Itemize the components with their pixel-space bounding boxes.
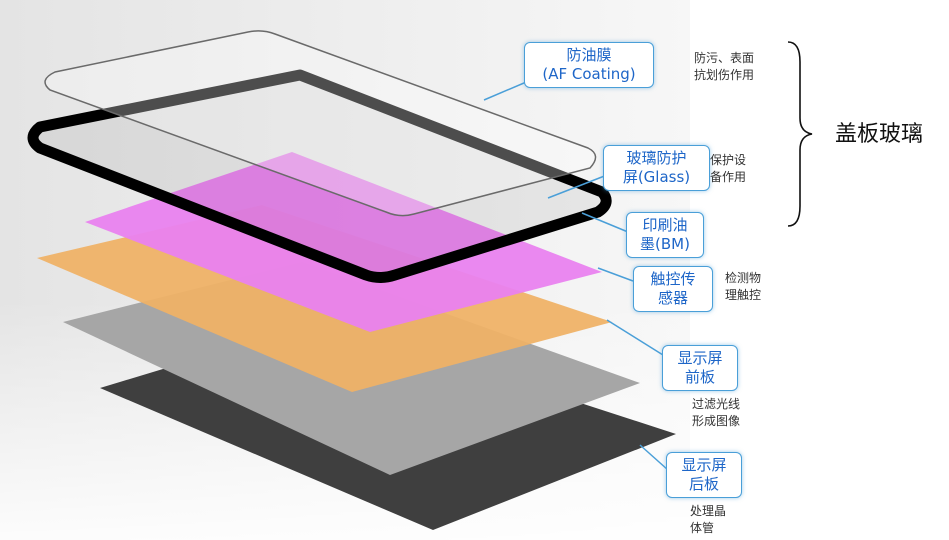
layer-af-coating — [44, 30, 597, 217]
callout-line: 显示屏 — [677, 349, 723, 367]
desc-line: 处理晶 — [690, 504, 727, 518]
desc-touch-sensor: 检测物 理触控 — [725, 270, 761, 304]
leader-lines — [483, 79, 669, 471]
callout-line: 前板 — [684, 368, 715, 386]
callout-front-panel: 显示屏 前板 — [662, 345, 738, 391]
desc-glass: 保护设 备作用 — [710, 152, 746, 186]
callout-line: 后板 — [688, 475, 719, 493]
desc-af-coating: 防污、表面 抗划伤作用 — [694, 50, 754, 84]
leader-back — [639, 444, 669, 471]
callout-line: (AF Coating) — [542, 65, 636, 83]
leader-glass — [547, 174, 608, 199]
desc-line: 抗划伤作用 — [694, 68, 755, 82]
leader-front — [606, 319, 664, 356]
desc-line: 形成图像 — [692, 414, 741, 428]
layer-bm-ink — [85, 152, 602, 332]
desc-back-panel: 处理晶 体管 — [690, 503, 726, 537]
callout-line: 墨(BM) — [640, 235, 690, 253]
callout-line: 防油膜 — [566, 46, 612, 64]
callout-line: 印刷油 — [642, 216, 688, 234]
callout-touch-sensor: 触控传 感器 — [633, 266, 713, 312]
callout-bm-ink: 印刷油 墨(BM) — [626, 212, 704, 258]
layer-glass-frame — [27, 69, 612, 283]
callout-line: 玻璃防护 — [626, 149, 687, 167]
desc-line: 体管 — [690, 521, 715, 535]
desc-line: 防污、表面 — [694, 51, 755, 65]
desc-line: 检测物 — [725, 271, 762, 285]
callout-line: 感器 — [657, 289, 688, 307]
group-brace — [787, 41, 813, 227]
callout-line: 触控传 — [650, 270, 696, 288]
leader-touch — [597, 267, 634, 282]
desc-line: 备作用 — [710, 170, 747, 184]
callout-back-panel: 显示屏 后板 — [666, 452, 742, 498]
desc-line: 保护设 — [710, 153, 747, 167]
callout-glass: 玻璃防护 屏(Glass) — [603, 145, 710, 191]
leader-bm — [581, 212, 629, 233]
callout-line: 屏(Glass) — [622, 168, 691, 186]
callout-af-coating: 防油膜 (AF Coating) — [524, 42, 654, 88]
callout-line: 显示屏 — [681, 456, 727, 474]
group-label-cover-glass: 盖板玻璃 — [835, 122, 924, 147]
desc-line: 过滤光线 — [692, 397, 741, 411]
leader-af — [483, 79, 532, 101]
desc-front-panel: 过滤光线 形成图像 — [692, 396, 740, 430]
desc-line: 理触控 — [725, 288, 762, 302]
